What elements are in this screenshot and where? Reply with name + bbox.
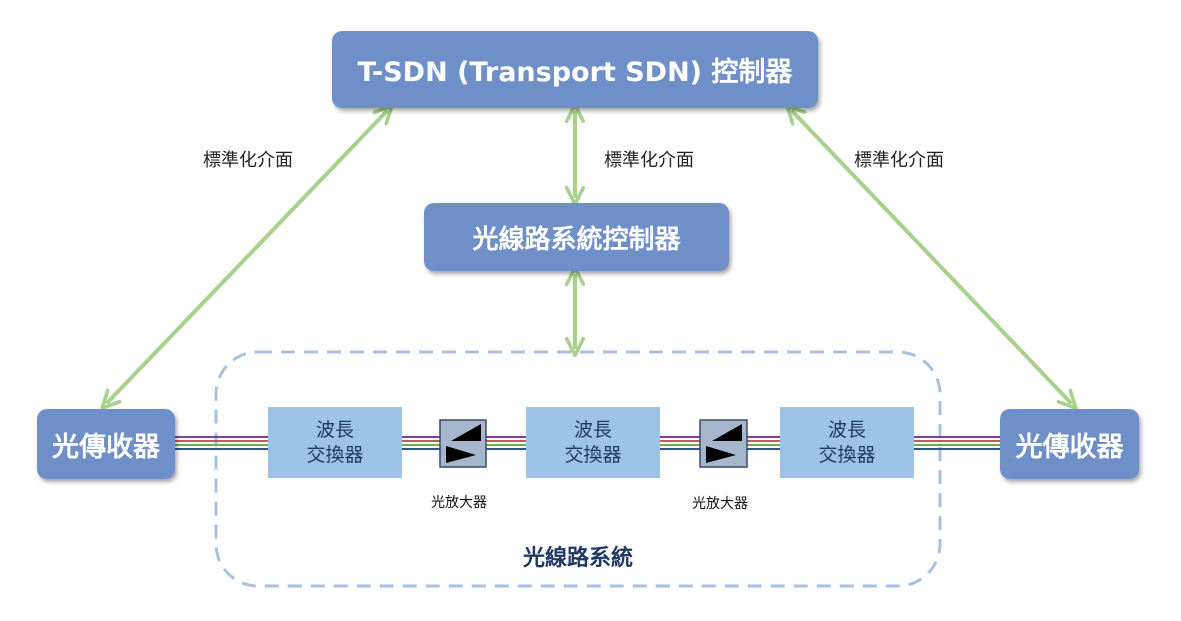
wavelength-switch-label-line1: 波長 bbox=[315, 418, 354, 441]
wavelength-switch-2: 波長 交換器 bbox=[526, 407, 660, 478]
wavelength-switch-label-line1: 波長 bbox=[827, 418, 866, 441]
interface-arrow-left bbox=[108, 112, 386, 402]
optical-amplifier-label-1: 光放大器 bbox=[431, 495, 487, 511]
fiber-link-left bbox=[175, 436, 268, 450]
wavelength-switch-3: 波長 交換器 bbox=[780, 407, 914, 478]
optical-line-system-controller-label: 光線路系統控制器 bbox=[472, 224, 681, 255]
optical-line-system-boundary bbox=[214, 350, 942, 588]
interface-label-right: 標準化介面 bbox=[854, 150, 944, 171]
wavelength-switch-label-line1: 波長 bbox=[573, 418, 612, 441]
transceiver-left-label: 光傳收器 bbox=[52, 431, 160, 463]
interface-label-center: 標準化介面 bbox=[604, 150, 694, 171]
tsdn-controller-box: T-SDN (Transport SDN) 控制器 bbox=[332, 31, 818, 108]
wavelength-switch-label-line2: 交換器 bbox=[306, 443, 364, 466]
transceiver-left: 光傳收器 bbox=[37, 409, 175, 479]
wavelength-switch-1: 波長 交換器 bbox=[268, 407, 402, 478]
fiber-link-amp1-wss2 bbox=[486, 436, 526, 450]
tsdn-controller-label: T-SDN (Transport SDN) 控制器 bbox=[357, 57, 793, 88]
optical-line-system-label: 光線路系統 bbox=[523, 546, 634, 571]
optical-line-system-controller-box: 光線路系統控制器 bbox=[424, 203, 729, 271]
fiber-link-wss1-amp1 bbox=[402, 436, 440, 450]
fiber-link-right bbox=[914, 436, 1000, 450]
transceiver-right: 光傳收器 bbox=[1000, 409, 1139, 479]
fiber-link-amp2-wss3 bbox=[747, 436, 780, 450]
optical-amplifier-icon bbox=[699, 419, 748, 468]
optical-amplifier-icon bbox=[439, 419, 487, 468]
wavelength-switch-label-line2: 交換器 bbox=[818, 443, 876, 466]
wavelength-switch-label-line2: 交換器 bbox=[564, 443, 622, 466]
fiber-link-wss2-amp2 bbox=[660, 436, 700, 450]
transceiver-right-label: 光傳收器 bbox=[1015, 431, 1124, 463]
optical-amplifier-label-2: 光放大器 bbox=[692, 496, 748, 512]
interface-arrow-right bbox=[793, 112, 1070, 402]
interface-label-left: 標準化介面 bbox=[203, 150, 293, 171]
